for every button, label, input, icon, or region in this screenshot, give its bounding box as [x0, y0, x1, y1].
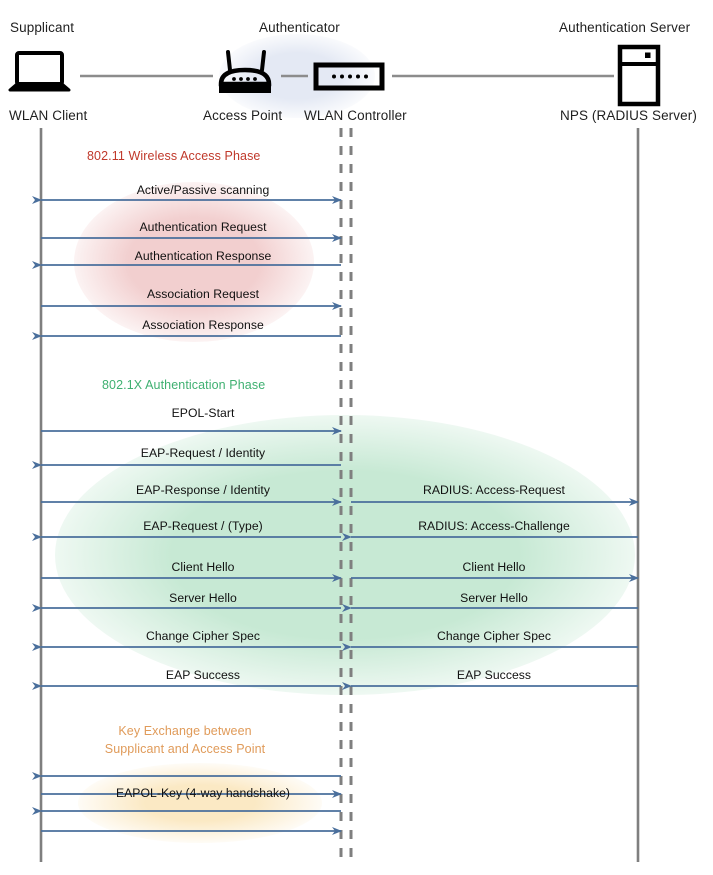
- message-label-eap-request-type: EAP-Request / (Type): [143, 519, 263, 533]
- key-exchange-phase-blob: [78, 763, 322, 843]
- phase-label-dot1x-authentication: 802.1X Authentication Phase: [102, 378, 266, 392]
- message-label-server-hello-right: Server Hello: [460, 591, 528, 605]
- wlan-controller-icon: [313, 62, 385, 91]
- message-label-radius-access-request: RADIUS: Access-Request: [423, 483, 565, 497]
- access-point-icon: [218, 50, 272, 93]
- message-label-eap-response-identity: EAP-Response / Identity: [136, 483, 270, 497]
- message-label-server-hello-left: Server Hello: [169, 591, 237, 605]
- message-label-eap-request-identity: EAP-Request / Identity: [140, 446, 266, 460]
- message-label-authentication-request: Authentication Request: [139, 220, 267, 234]
- phase-label-wireless-access: 802.11 Wireless Access Phase: [87, 149, 261, 163]
- dot1x-authentication-phase-blob: [55, 415, 635, 695]
- node-label-wlan-client: WLAN Client: [9, 108, 88, 123]
- message-label-change-cipher-spec-left: Change Cipher Spec: [145, 629, 261, 643]
- message-label-client-hello-right: Client Hello: [462, 560, 526, 574]
- node-label-nps-radius-server: NPS (RADIUS Server): [560, 108, 697, 123]
- message-label-eapol-start: EPOL-Start: [171, 406, 235, 420]
- message-arrow-layer: [32, 196, 639, 835]
- role-title-authenticator: Authenticator: [259, 20, 340, 35]
- message-label-change-cipher-spec-right: Change Cipher Spec: [436, 629, 552, 643]
- wireless-access-phase-blob: [74, 182, 314, 342]
- laptop-icon: [8, 51, 71, 92]
- message-label-eap-success-left: EAP Success: [165, 668, 241, 682]
- phase-label-key-exchange-line2: Supplicant and Access Point: [104, 742, 266, 756]
- server-icon: [617, 44, 661, 107]
- role-title-authentication-server: Authentication Server: [559, 20, 691, 35]
- message-label-client-hello-left: Client Hello: [171, 560, 235, 574]
- node-label-wlan-controller: WLAN Controller: [304, 108, 407, 123]
- role-title-supplicant: Supplicant: [10, 20, 75, 35]
- node-label-access-point: Access Point: [203, 108, 283, 123]
- message-label-active-passive-scanning: Active/Passive scanning: [136, 183, 270, 197]
- message-label-association-request: Association Request: [146, 287, 260, 301]
- message-label-radius-access-challenge: RADIUS: Access-Challenge: [418, 519, 570, 533]
- eapol-key-caption: EAPOL-Key (4-way handshake): [115, 786, 291, 800]
- message-label-authentication-response: Authentication Response: [134, 249, 272, 263]
- phase-label-key-exchange: Key Exchange between Supplicant and Acce…: [85, 722, 285, 758]
- phase-label-key-exchange-line1: Key Exchange between: [118, 724, 252, 738]
- message-label-eap-success-right: EAP Success: [456, 668, 532, 682]
- message-label-association-response: Association Response: [142, 318, 264, 332]
